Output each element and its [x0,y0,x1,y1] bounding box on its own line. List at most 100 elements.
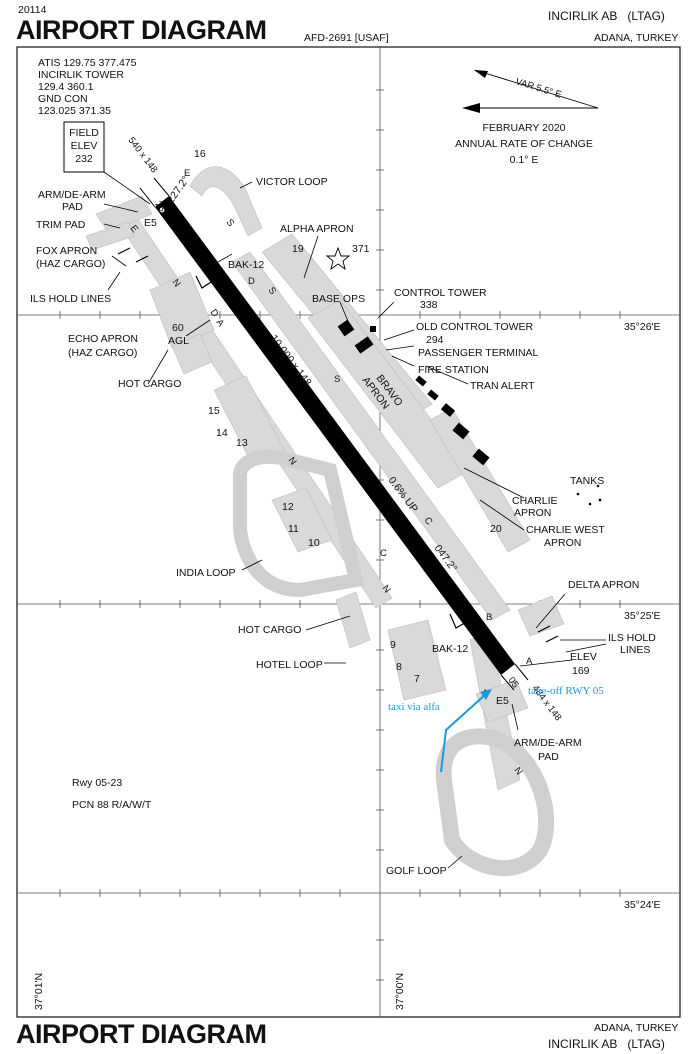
field-elev-line1: FIELD [69,127,99,139]
footer-title: AIRPORT DIAGRAM [16,1019,267,1049]
spot-8: 8 [396,661,402,673]
taxiway-b-1: B [486,612,492,623]
hotel-loop-label: HOTEL LOOP [256,659,323,671]
taxiway-e-1: E [128,223,141,235]
spot-14: 14 [216,427,228,439]
arm-dearm-se-1: ARM/DE-ARM [514,737,582,749]
spot-16: 16 [194,148,206,160]
chart-number: 20114 [18,4,47,16]
tower-freq: 129.4 360.1 [38,81,94,93]
arm-dearm-nw-2: PAD [62,201,83,213]
footer-airport: INCIRLIK AB (LTAG) [548,1037,665,1051]
airport-name-text: INCIRLIK AB [548,9,618,23]
rwy-info: Rwy 05-23 [72,777,122,789]
spot-11: 11 [288,523,299,535]
field-elev-box [63,121,105,173]
spot-7: 7 [414,673,420,685]
footer-location: ADANA, TURKEY [594,1022,679,1034]
ils-hold-nw: ILS HOLD LINES [30,293,111,305]
control-tower-label: CONTROL TOWER [394,287,487,299]
spot-9: 9 [390,639,396,651]
golf-loop-label: GOLF LOOP [386,865,447,877]
agl-label: AGL [168,335,189,347]
old-control-tower: OLD CONTROL TOWER [416,321,533,333]
tower-name: INCIRLIK TOWER [38,69,124,81]
bak12-se: BAK-12 [432,643,468,655]
airport-id: (LTAG) [627,9,665,23]
variation-arrows [462,69,599,113]
fire-station: FIRE STATION [418,364,489,376]
roc-value: 0.1° E [510,154,539,166]
chart-frame [16,46,681,1018]
charlie-west-1: CHARLIE WEST [526,524,605,536]
gnd-name: GND CON [38,93,88,105]
hot-cargo-nw: HOT CARGO [118,378,181,390]
taxiway-a-1: A [214,317,227,329]
taxiway-s-3: S [266,285,279,297]
lat-label-1: 35°26'E [624,321,661,333]
base-ops-label: BASE OPS [312,293,365,305]
tran-alert: TRAN ALERT [470,380,535,392]
taxiway-s-1: S [224,217,237,229]
lat-label-2: 35°25'E [624,610,661,622]
charlie-apron-1: CHARLIE [512,495,558,507]
agl-value: 60 [172,322,184,334]
taxi-note: taxi via alfa [388,701,440,713]
footer-airport-id: (LTAG) [627,1037,665,1051]
tanks-label: TANKS [570,475,604,487]
echo-apron-1: ECHO APRON [68,333,138,345]
elev-value: 169 [572,665,590,677]
hot-cargo-s: HOT CARGO [238,624,301,636]
airport-location: ADANA, TURKEY [594,32,679,44]
alpha-apron-label: ALPHA APRON [280,223,354,235]
echo-apron-2: (HAZ CARGO) [68,347,137,359]
elev-label: ELEV [570,651,597,663]
taxiway-d-1: D [248,276,255,287]
roc-label: ANNUAL RATE OF CHANGE [455,138,593,150]
var-text: VAR 5.5° E [514,76,563,100]
passenger-terminal: PASSENGER TERMINAL [418,347,539,359]
e5-nw: E5 [144,217,157,229]
arm-dearm-nw-1: ARM/DE-ARM [38,189,106,201]
takeoff-note: take-off RWY 05 [528,685,604,697]
lat-label-3: 35°24'E [624,899,661,911]
footer-airport-name: INCIRLIK AB [548,1037,618,1051]
runway-05-23 [139,177,529,691]
arm-dearm-se-2: PAD [538,751,559,763]
delta-apron-label: DELTA APRON [568,579,639,591]
lon-label-2: 37°00'N [394,973,406,1010]
var-date: FEBRUARY 2020 [482,122,565,134]
e5-se: E5 [496,695,509,707]
page-title: AIRPORT DIAGRAM [16,15,267,45]
ils-hold-se-1: ILS HOLD [608,632,656,644]
runway-end-23: 23 [153,199,168,214]
taxiway-s-2: S [334,374,340,385]
spot-12: 12 [282,501,294,513]
fox-apron-2: (HAZ CARGO) [36,258,105,270]
charlie-west-2: APRON [544,537,581,549]
spot-13: 13 [236,437,248,449]
field-elev-value: 232 [75,153,93,165]
taxiway-c-2: C [380,548,387,559]
obstruction-icon [325,246,351,271]
tanks-symbols [576,484,602,506]
taxiway-d-2: D [208,307,221,319]
runway-end-05: 05 [506,675,521,690]
trim-pad-label: TRIM PAD [36,219,86,231]
control-tower-elev: 338 [420,299,438,311]
pavement [85,166,565,877]
bak12-nw: BAK-12 [228,259,264,271]
taxi-route-annotation [440,689,492,773]
gnd-freq: 123.025 371.35 [38,105,111,117]
leader-lines [103,171,607,869]
ils-hold-markers [117,247,559,643]
ils-hold-se-2: LINES [620,644,650,656]
lon-label-1: 37°01'N [33,973,45,1010]
charlie-apron-2: APRON [514,507,551,519]
taxiway-a-2: A [526,656,533,667]
old-control-tower-elev: 294 [426,334,444,346]
spot-15: 15 [208,405,220,417]
victor-loop-label: VICTOR LOOP [256,176,328,188]
overrun-nw: 540 x 148 [126,135,160,175]
